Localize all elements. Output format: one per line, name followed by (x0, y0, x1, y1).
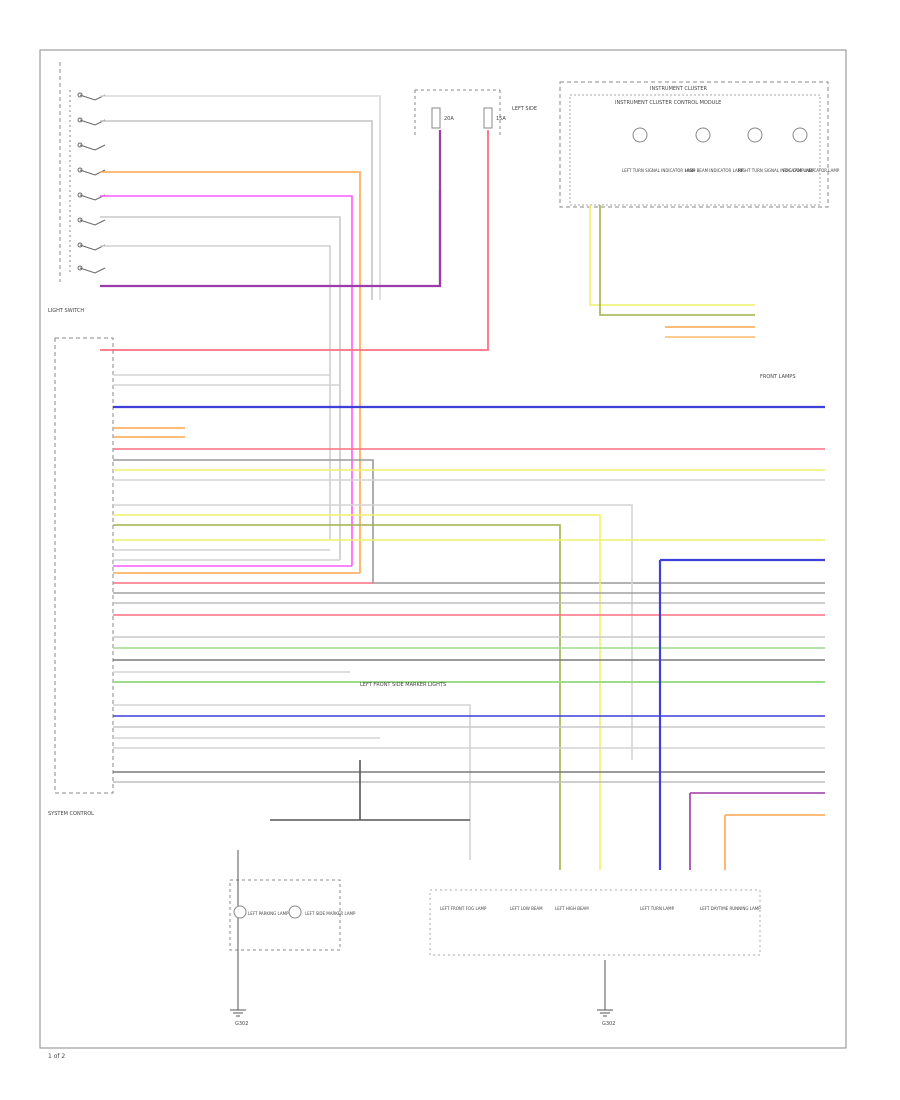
ground-right: G302 (597, 960, 615, 1027)
left-lamps: LEFT PARKING LAMP LEFT SIDE MARKER LAMP (229, 850, 356, 960)
bottom-lamp-3: LEFT HIGH BEAM (555, 906, 589, 911)
light-switch-caption: LIGHT SWITCH (48, 308, 84, 314)
diagram-frame (39, 49, 847, 1049)
fuse-note: LEFT SIDE (512, 106, 537, 112)
right-note: FRONT LAMPS (760, 374, 796, 380)
left-parking-lamp: LEFT PARKING LAMP (248, 911, 289, 916)
switch-wires (100, 95, 442, 573)
svg-text:HIGH BEAM INDICATOR LAMP: HIGH BEAM INDICATOR LAMP (685, 168, 744, 173)
left-side-marker-lamp: LEFT SIDE MARKER LAMP (305, 911, 356, 916)
bottom-lamp-4: LEFT TURN LAMP (640, 906, 675, 911)
light-switch: LIGHT SWITCH (48, 62, 106, 314)
cluster-subtitle: INSTRUMENT CLUSTER CONTROL MODULE (615, 100, 721, 106)
ground-left: G302 (230, 960, 248, 1027)
svg-text:G302: G302 (235, 1021, 248, 1027)
svg-text:LEFT TURN SIGNAL INDICATOR LAM: LEFT TURN SIGNAL INDICATOR LAMP (622, 168, 696, 173)
svg-text:RIGHT TURN SIGNAL INDICATOR LA: RIGHT TURN SIGNAL INDICATOR LAMP (738, 168, 815, 173)
cluster-lamp-4: FOG LAMP INDICATOR LAMP (783, 127, 840, 173)
module-caption: SYSTEM CONTROL (48, 811, 94, 817)
bottom-lamp-2: LEFT LOW BEAM (510, 906, 543, 911)
bottom-lamp-5: LEFT DAYTIME RUNNING LAMP (700, 906, 761, 911)
fuse-left-label: 20A (444, 116, 454, 122)
instrument-cluster: INSTRUMENT CLUSTER INSTRUMENT CLUSTER CO… (559, 81, 840, 208)
cluster-lamp-3: RIGHT TURN SIGNAL INDICATOR LAMP (738, 127, 815, 173)
fuse-panel: 20A 15A LEFT SIDE (414, 89, 537, 135)
control-module: SYSTEM CONTROL (48, 337, 114, 817)
fuse-wires (100, 130, 489, 351)
page-number: 1 of 2 (48, 1053, 65, 1060)
cluster-wires (589, 205, 755, 338)
svg-text:FOG LAMP INDICATOR LAMP: FOG LAMP INDICATOR LAMP (783, 168, 840, 173)
bottom-lamps: LEFT FRONT FOG LAMP LEFT LOW BEAM LEFT H… (429, 889, 761, 956)
fuse-right (483, 107, 493, 129)
instrument-cluster-title: INSTRUMENT CLUSTER (650, 86, 708, 92)
fuse-left (431, 107, 441, 129)
bottom-lamp-1: LEFT FRONT FOG LAMP (440, 906, 487, 911)
module-wires (113, 374, 825, 870)
cluster-lamp-1: LEFT TURN SIGNAL INDICATOR LAMP (622, 127, 696, 173)
cluster-lamp-2: HIGH BEAM INDICATOR LAMP (685, 127, 744, 173)
svg-text:G302: G302 (602, 1021, 615, 1027)
fuse-right-label: 15A (496, 116, 506, 122)
splice-caption: LEFT FRONT SIDE MARKER LIGHTS (360, 682, 446, 688)
